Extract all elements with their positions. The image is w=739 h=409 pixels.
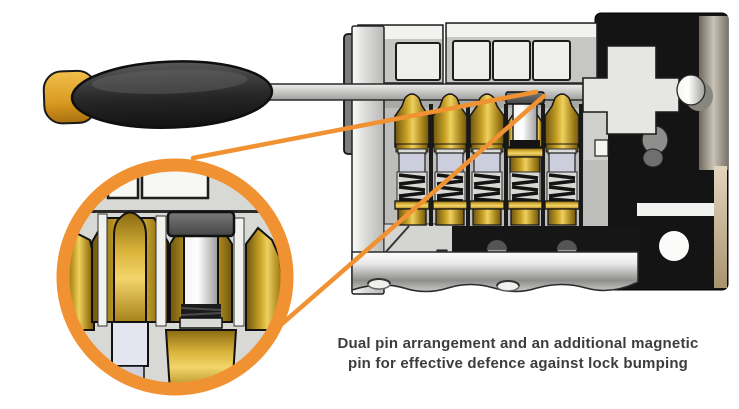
- rear-screw-hole: [659, 231, 689, 261]
- key-handle: [70, 60, 274, 129]
- magnetic-pin-stack: [505, 91, 545, 226]
- housing-top-right-block: [445, 22, 598, 84]
- key: [42, 60, 274, 129]
- callout-line-lower: [265, 93, 547, 339]
- callout-line-upper: [190, 89, 539, 161]
- magnified-magnetic-pin: [164, 210, 238, 383]
- cam-cross: [582, 45, 680, 135]
- caption-line-1: Dual pin arrangement and an additional m…: [337, 335, 699, 352]
- pin-stack-5: [545, 94, 579, 225]
- bottom-chrome-bar: [351, 239, 639, 293]
- cam-mechanism: [582, 45, 713, 168]
- pin-stack-2: [433, 94, 467, 225]
- caption-line-2: pin for effective defence against lock b…: [347, 355, 689, 372]
- cam-peg: [676, 74, 706, 106]
- pin-chambers: [395, 91, 583, 226]
- rear-edge-highlight: [714, 166, 727, 288]
- rear-white-band: [637, 203, 714, 216]
- caption: Dual pin arrangement and an additional m…: [316, 334, 720, 374]
- magnifier-ring: [56, 158, 294, 396]
- pin-stack-3: [470, 94, 504, 225]
